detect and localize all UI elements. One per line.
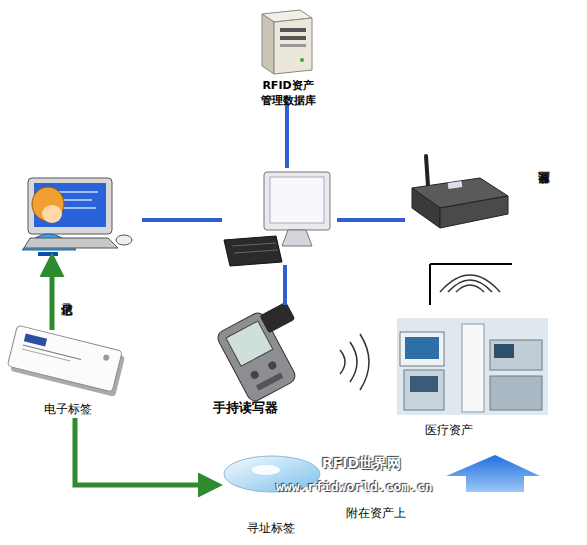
medical-equipment-icon [397,318,548,415]
active-reader-icon [412,156,508,228]
node-label: 电子标签 [5,402,130,417]
node-label: 医疗资产 [425,423,535,438]
rfid-tag-card [6,325,126,397]
radio-waves [430,264,512,305]
database-server: RFID资产 管理数据库 [250,2,325,102]
active-reader: 有源读写器 [405,150,555,245]
node-label: RFID资产 管理数据库 [255,78,321,108]
connector [285,102,289,168]
radio-waves [340,334,369,390]
watermark-url: www.rfidworld.com.cn [276,479,433,494]
connector [142,218,222,222]
attach-arrow [446,455,540,492]
node-label: 寻址标签 [218,521,323,536]
connector [337,218,405,222]
handheld-reader-icon [215,298,320,403]
computer-icon [224,172,330,266]
medical-asset: 医疗资产 [395,312,553,440]
annotation: 附在资产上 [346,505,406,522]
electronic-tag: 电子标签 [5,330,130,418]
server-icon [262,10,312,74]
node-label: 手持读写器 [213,400,313,415]
connector [50,257,55,330]
connector [283,265,287,305]
watermark: RFID世界网 [322,455,401,473]
operator-icon [22,178,132,256]
management-computer [222,168,337,265]
connector [75,418,218,485]
operator-workstation [12,172,142,257]
handheld-reader: 手持读写器 [205,305,315,420]
